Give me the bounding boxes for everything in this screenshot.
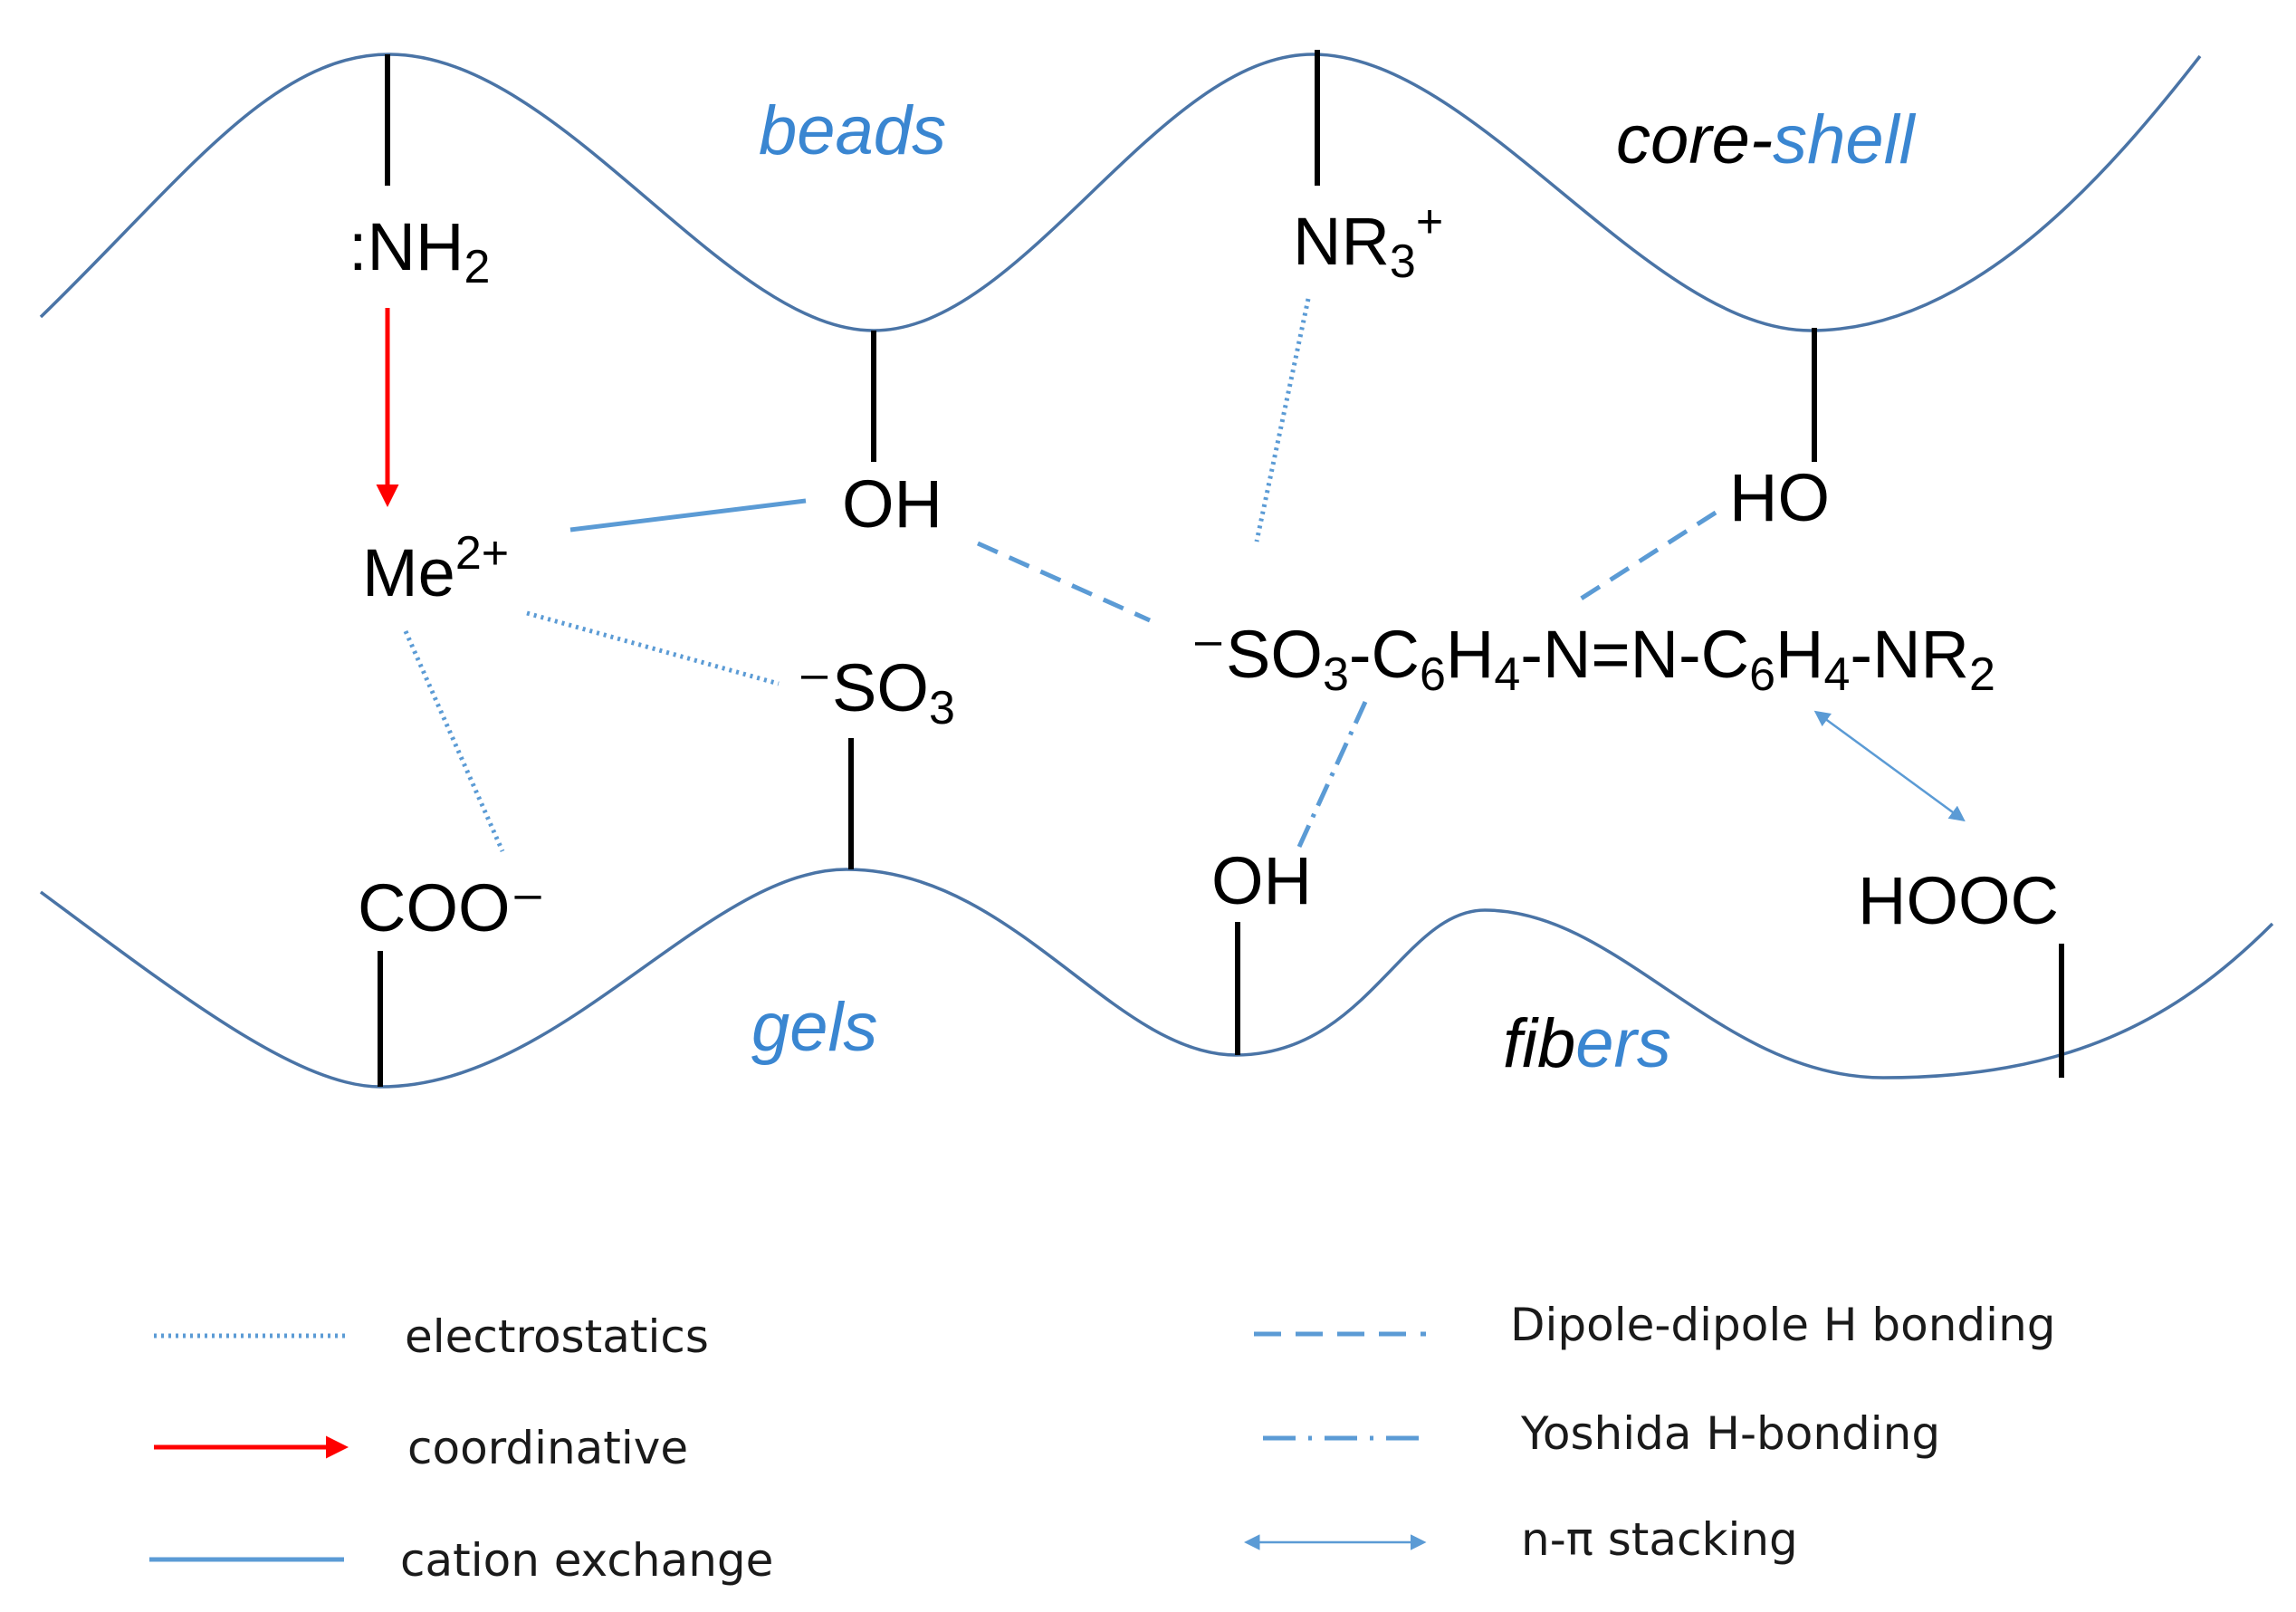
legend-yoshida-label: Yoshida H-bonding [1520,1407,1940,1460]
bottom-surface-wave [39,868,2274,1089]
label-core-shell: core-shell [1616,101,1917,178]
cation-exchange-line [569,498,807,533]
legend-cation-exchange-label: cation exchange [400,1534,773,1587]
group-oh-bottom: OH [1211,843,1312,918]
legend-stacking-label: n-π stacking [1521,1513,1798,1566]
label-gels: gels [751,989,877,1066]
label-fibers: fibers [1503,1005,1671,1082]
group-so3: ⁻SO3 [797,650,955,734]
group-coo: COO⁻ [358,870,546,945]
legend: electrostatics coordinative cation excha… [149,1299,2056,1587]
legend-dipole-label: Dipole-dipole H bonding [1510,1299,2056,1351]
yoshida-dye-oh [1296,700,1368,849]
dipole-ho-dye [1574,510,1717,605]
group-nr3: NR3+ [1293,196,1443,288]
group-nh2: :NH2 [349,209,490,293]
top-surface-wave [39,53,2202,332]
azo-dye-formula: ⁻SO3-C6H4-N=N-C6H4-NR2 [1191,617,1995,701]
group-me2plus: Me2+ [362,527,509,610]
group-hooc: HOOC [1858,863,2059,938]
group-ho-top: HO [1729,460,1830,535]
group-oh-top: OH [842,466,942,542]
label-beads: beads [759,92,946,169]
electrostatic-me-so3 [526,610,780,686]
legend-coordinative-label: coordinative [407,1422,688,1474]
dipole-oh-so3 [976,541,1152,623]
legend-electrostatics-label: electrostatics [405,1310,709,1363]
stacking-arrow [1813,710,1966,822]
electrostatic-nr3-so3 [1254,298,1311,542]
electrostatic-me-coo [403,629,505,853]
